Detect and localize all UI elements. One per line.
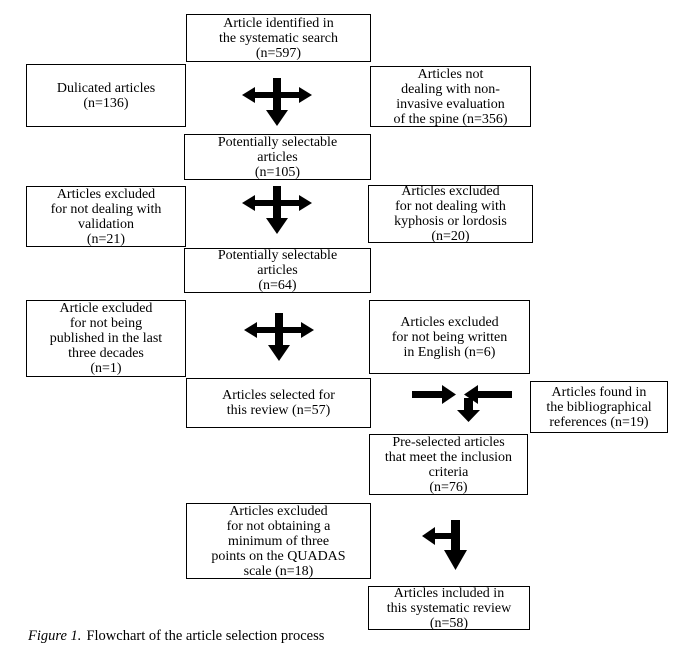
flow-box-text: Articles excluded for not dealing with v… bbox=[50, 186, 162, 247]
flow-box-text: Articles not dealing with non- invasive … bbox=[393, 66, 508, 127]
flow-box-excluded-not-english: Articles excluded for not being written … bbox=[369, 300, 530, 374]
figure-caption: Figure 1.Flowchart of the article select… bbox=[28, 628, 324, 645]
flow-box-text: Potentially selectable articles (n=105) bbox=[217, 134, 338, 180]
branch-left-down-arrow-icon bbox=[422, 520, 467, 570]
flow-box-text: Article excluded for not being published… bbox=[49, 301, 163, 376]
flow-box-text: Potentially selectable articles (n=64) bbox=[217, 248, 338, 293]
flow-box-excluded-kyphosis-lordosis: Articles excluded for not dealing with k… bbox=[368, 184, 533, 244]
flow-box-text: Articles included in this systematic rev… bbox=[386, 585, 512, 631]
flow-box-text: Articles excluded for not dealing with k… bbox=[394, 184, 507, 244]
flow-box-articles-identified: Article identified in the systematic sea… bbox=[186, 14, 371, 62]
flow-box-text: Dulicated articles (n=136) bbox=[56, 80, 156, 111]
flow-box-potentially-selectable-105: Potentially selectable articles (n=105) bbox=[184, 134, 371, 180]
figure-caption-text: Flowchart of the article selection proce… bbox=[86, 628, 325, 644]
flow-box-text: Article identified in the systematic sea… bbox=[219, 15, 338, 61]
flow-box-not-noninvasive: Articles not dealing with non- invasive … bbox=[370, 66, 531, 127]
flow-box-excluded-quadas: Articles excluded for not obtaining a mi… bbox=[186, 503, 371, 579]
flow-box-potentially-selectable-64: Potentially selectable articles (n=64) bbox=[184, 248, 371, 293]
split-left-right-down-arrow-icon bbox=[242, 186, 312, 234]
flow-box-text: Articles found in the bibliographical re… bbox=[546, 384, 652, 430]
flow-box-text: Articles excluded for not obtaining a mi… bbox=[211, 503, 346, 579]
flow-box-excluded-validation: Articles excluded for not dealing with v… bbox=[26, 186, 186, 247]
flow-box-excluded-not-published: Article excluded for not being published… bbox=[26, 300, 186, 377]
flow-box-text: Pre-selected articles that meet the incl… bbox=[384, 434, 513, 495]
flow-box-selected-for-review: Articles selected for this review (n=57) bbox=[186, 378, 371, 428]
split-left-right-down-arrow-icon bbox=[244, 313, 314, 361]
flow-box-text: Articles excluded for not being written … bbox=[391, 314, 508, 360]
merge-down-arrow-icon bbox=[412, 385, 512, 422]
flow-box-duplicated-articles: Dulicated articles (n=136) bbox=[26, 64, 186, 127]
flow-box-included-in-review: Articles included in this systematic rev… bbox=[368, 585, 530, 631]
flow-box-text: Articles selected for this review (n=57) bbox=[222, 388, 335, 418]
figure-caption-label: Figure 1. bbox=[28, 628, 82, 644]
flow-box-preselected-inclusion: Pre-selected articles that meet the incl… bbox=[369, 434, 528, 495]
split-left-right-down-arrow-icon bbox=[242, 78, 312, 126]
flow-box-bibliographical-references: Articles found in the bibliographical re… bbox=[530, 381, 668, 433]
